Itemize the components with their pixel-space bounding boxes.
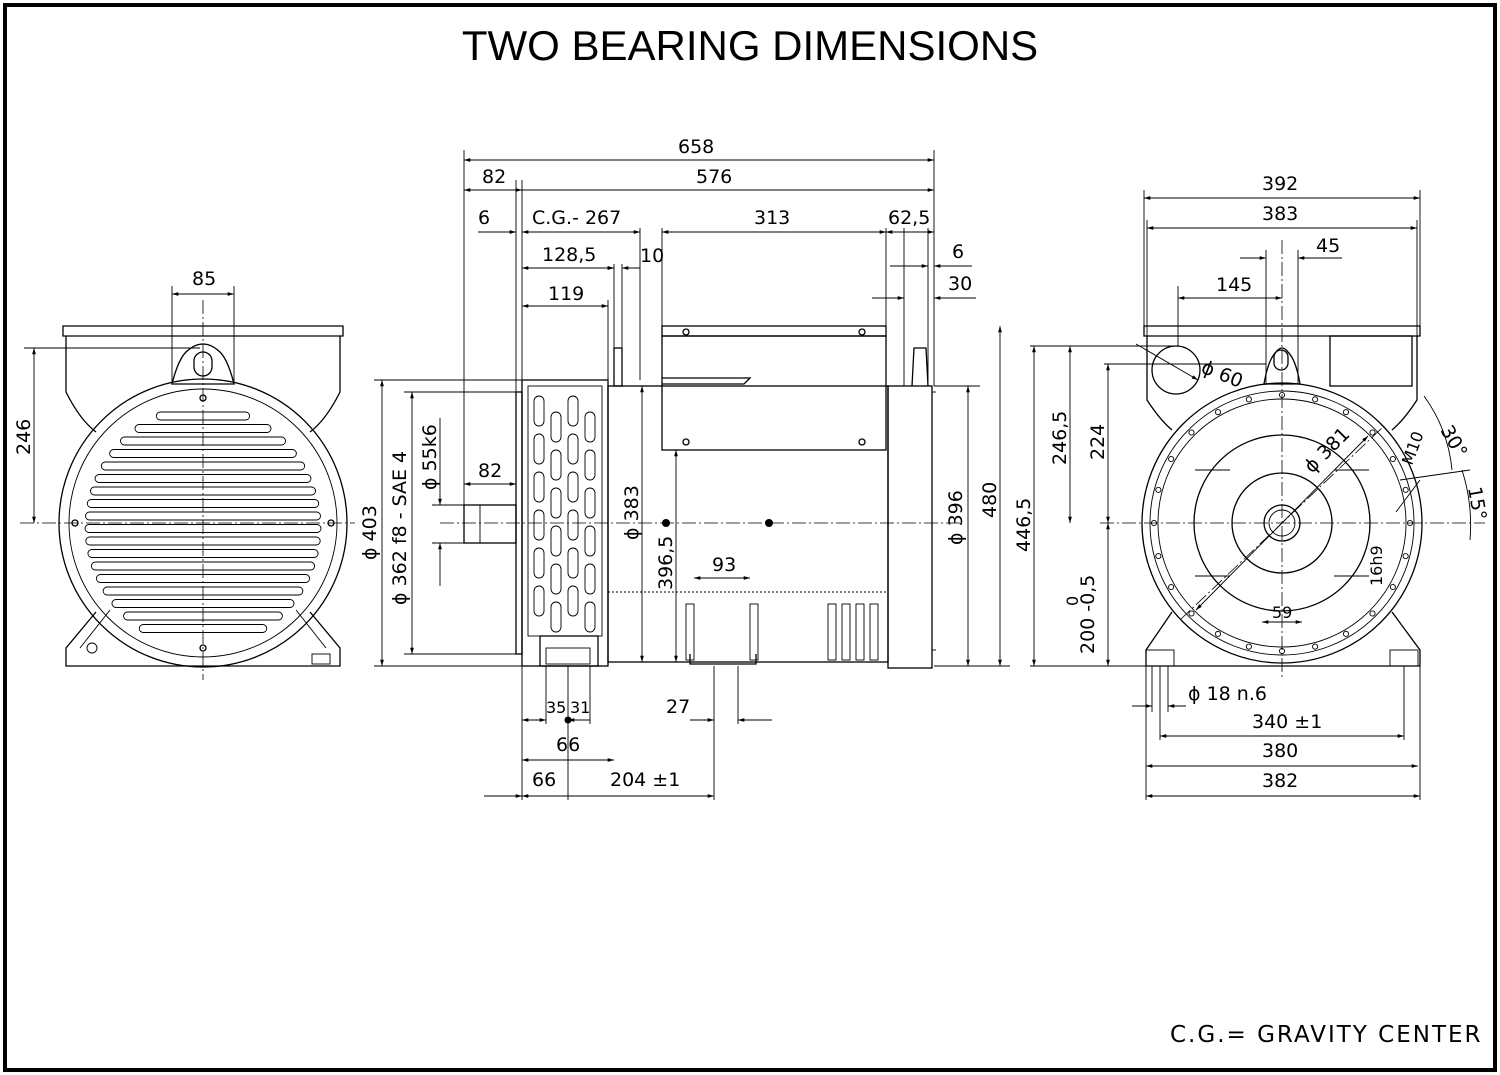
dim-145: 145 bbox=[1216, 274, 1252, 296]
dim-27: 27 bbox=[666, 696, 690, 718]
dim-dia-383: ϕ 383 bbox=[621, 485, 643, 540]
holes-dia-18: ϕ 18 n.6 bbox=[1188, 683, 1267, 705]
thread-m10: M10 bbox=[1398, 429, 1428, 468]
dim-204: 204 ±1 bbox=[610, 769, 680, 791]
dim-82-top: 82 bbox=[482, 166, 506, 188]
drawing-frame bbox=[3, 3, 1497, 1072]
dim-380: 380 bbox=[1262, 740, 1298, 762]
dim-dia-60: ϕ 60 bbox=[1198, 356, 1246, 392]
dim-246: 246 bbox=[13, 419, 35, 455]
dim-382: 382 bbox=[1262, 770, 1298, 792]
side-view: 658 82 576 6 C.G.- 267 313 62,5 128,5 10… bbox=[359, 136, 1010, 800]
dim-62-5: 62,5 bbox=[888, 207, 930, 229]
angle-30: 30° bbox=[1436, 422, 1472, 462]
dim-480: 480 bbox=[979, 482, 1001, 518]
dim-658: 658 bbox=[678, 136, 714, 158]
dim-313: 313 bbox=[754, 207, 790, 229]
dim-cg-267: C.G.- 267 bbox=[532, 207, 621, 229]
gravity-center-legend: C.G.= GRAVITY CENTER bbox=[1170, 1022, 1483, 1048]
dim-446-5: 446,5 bbox=[1013, 498, 1035, 552]
dim-119: 119 bbox=[548, 283, 584, 305]
adapter-ventilation-slots bbox=[533, 395, 596, 633]
dim-128-5: 128,5 bbox=[542, 244, 596, 266]
dim-383: 383 bbox=[1262, 203, 1298, 225]
dim-392: 392 bbox=[1262, 173, 1298, 195]
dim-85: 85 bbox=[192, 268, 216, 290]
dim-6-left: 6 bbox=[478, 207, 490, 229]
dim-35: 35 bbox=[546, 698, 566, 717]
angle-15: 15° bbox=[1463, 485, 1491, 522]
dim-59: 59 bbox=[1272, 603, 1292, 622]
dim-10: 10 bbox=[640, 245, 664, 267]
dim-dia-55k6: ϕ 55k6 bbox=[419, 424, 441, 490]
dim-66-lower: 66 bbox=[532, 769, 556, 791]
dim-576: 576 bbox=[696, 166, 732, 188]
dim-200-tol: 200 -0,5 bbox=[1077, 575, 1099, 654]
page-title: TWO BEARING DIMENSIONS bbox=[461, 22, 1039, 69]
dim-340: 340 ±1 bbox=[1252, 711, 1322, 733]
dim-dia-362-sae4: ϕ 362 f8 - SAE 4 bbox=[389, 451, 411, 605]
dim-93: 93 bbox=[712, 554, 736, 576]
left-end-view: 85 246 bbox=[13, 268, 355, 680]
dim-31: 31 bbox=[570, 698, 590, 717]
drive-end-view: 392 383 45 145 ϕ 60 446,5 246,5 224 0 20… bbox=[1013, 173, 1491, 800]
dim-66-upper: 66 bbox=[556, 734, 580, 756]
dim-30: 30 bbox=[948, 273, 972, 295]
dim-dia-396: ϕ 396 bbox=[945, 490, 967, 545]
dim-tol-0: 0 bbox=[1063, 596, 1082, 606]
dim-246-5: 246,5 bbox=[1049, 411, 1071, 465]
dim-224: 224 bbox=[1087, 424, 1109, 460]
dim-396-5: 396,5 bbox=[655, 536, 677, 590]
dim-6-right: 6 bbox=[952, 241, 964, 263]
dim-dia-381: ϕ 381 bbox=[1300, 423, 1354, 477]
dim-45: 45 bbox=[1316, 235, 1340, 257]
dim-dia-403: ϕ 403 bbox=[359, 505, 381, 560]
dim-16h9: 16h9 bbox=[1367, 545, 1386, 586]
dim-shaft-82: 82 bbox=[478, 460, 502, 482]
